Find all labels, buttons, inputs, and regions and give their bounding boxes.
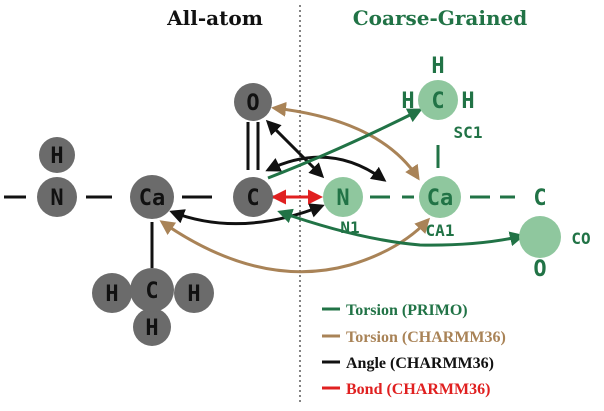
cg-co-label: CO	[571, 229, 590, 248]
cg-atoms: C H H H SC1 N N1 Ca CA1 C O CO	[323, 54, 591, 282]
atom-n-label: N	[50, 186, 63, 211]
legend-label-bond-charmm36: Bond (CHARMM36)	[346, 381, 490, 398]
cg-n-bead: N	[323, 177, 363, 217]
legend-label-torsion-charmm36: Torsion (CHARMM36)	[346, 329, 506, 346]
atom-ch3-h-left-label: H	[105, 282, 118, 307]
torsion-charmm-ca-ca	[159, 217, 431, 274]
atom-ca: Ca	[130, 175, 174, 219]
atom-ch3-h-right: H	[174, 273, 214, 313]
torsion-charmm-o-ca	[271, 101, 420, 181]
cg-ca1-label: CA1	[426, 221, 455, 240]
cg-sc1-label: SC1	[454, 123, 483, 142]
atom-o: O	[234, 83, 272, 121]
atom-h-top-n: H	[39, 137, 75, 173]
atom-c-label: C	[246, 186, 259, 211]
cg-sc-h-right-label: H	[461, 89, 474, 114]
angle-arrow-ca-c-arc	[265, 155, 387, 182]
atom-n: N	[37, 177, 77, 217]
atom-ch3-h-bottom: H	[133, 308, 171, 346]
legend: Torsion (PRIMO) Torsion (CHARMM36) Angle…	[322, 302, 506, 398]
cg-n1-label: N1	[340, 218, 359, 237]
atom-ch3-h-bottom-label: H	[145, 316, 158, 341]
legend-item-torsion-charmm36: Torsion (CHARMM36)	[322, 329, 506, 346]
legend-item-bond-charmm36: Bond (CHARMM36)	[322, 381, 490, 398]
cg-n-label: N	[336, 186, 349, 211]
all-atom-atoms: H N Ca C O H H H	[37, 83, 273, 346]
atom-h-top-n-label: H	[50, 144, 63, 169]
legend-item-angle-charmm36: Angle (CHARMM36)	[322, 355, 494, 372]
legend-label-angle-charmm36: Angle (CHARMM36)	[346, 355, 494, 372]
cg-co-o-label: O	[533, 257, 546, 282]
coarse-grained-header: Coarse-Grained	[353, 6, 527, 30]
torsion-primo-c-sc	[267, 108, 423, 180]
atom-ch3-c: C	[130, 268, 174, 312]
atom-ca-label: Ca	[139, 186, 166, 211]
legend-label-torsion-primo: Torsion (PRIMO)	[346, 302, 468, 319]
atom-o-label: O	[246, 91, 259, 116]
cg-sc-bead: C	[418, 80, 458, 120]
cg-sc-h-left-label: H	[401, 89, 414, 114]
atom-ch3-c-label: C	[145, 279, 158, 304]
legend-item-torsion-primo: Torsion (PRIMO)	[322, 302, 468, 319]
torsion-primo-n-co	[277, 208, 525, 247]
cg-sc-c-label: C	[431, 89, 444, 114]
atom-ch3-h-right-label: H	[187, 282, 200, 307]
cg-ca-label: Ca	[427, 186, 454, 211]
atom-ch3-h-left: H	[92, 273, 132, 313]
atom-c: C	[233, 177, 273, 217]
cg-co-bead	[519, 216, 561, 258]
cg-sc-h-top-label: H	[431, 54, 444, 79]
cg-ca-bead: Ca	[419, 176, 461, 218]
all-atom-header: All-atom	[166, 6, 263, 30]
interaction-arrows	[159, 101, 525, 274]
cg-co-c-label: C	[533, 186, 546, 211]
